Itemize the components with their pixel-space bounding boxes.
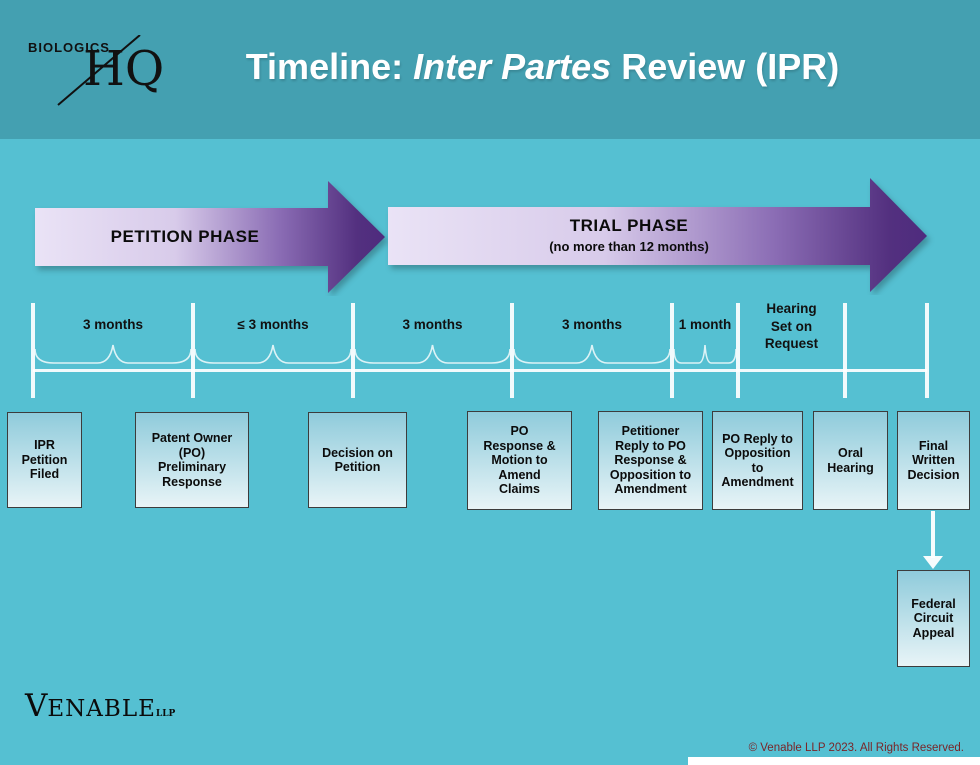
interval-label: 3 months xyxy=(561,317,622,332)
trial-phase-arrow xyxy=(388,178,927,292)
milestone-box-petitioner-reply: Petitioner Reply to PO Response & Opposi… xyxy=(598,411,703,510)
milestone-box-ipr-petition-filed: IPR Petition Filed xyxy=(7,412,82,508)
appeal-connector-line xyxy=(931,511,935,558)
interval-label: 3 months xyxy=(82,317,143,332)
milestone-box-decision-on-petition: Decision on Petition xyxy=(308,412,407,508)
interval-label-hearing: Hearing Set on Request xyxy=(764,301,819,352)
trial-phase-label: TRIAL PHASE xyxy=(569,216,689,235)
timeline-tick xyxy=(925,303,929,398)
interval-label: 3 months xyxy=(402,317,463,332)
header-bar: BIOLOGICS HQ Timeline: Inter Partes Revi… xyxy=(0,0,980,139)
milestone-box-po-response-motion: PO Response & Motion to Amend Claims xyxy=(467,411,572,510)
milestone-box-po-preliminary-response: Patent Owner (PO) Preliminary Response xyxy=(135,412,249,508)
venable-llp: LLP xyxy=(155,709,176,719)
timeline-tick xyxy=(31,303,35,398)
logo-hq-text: HQ xyxy=(83,41,165,97)
petition-phase-arrow xyxy=(35,181,385,293)
venable-initial: V xyxy=(25,688,48,724)
timeline-axis xyxy=(33,369,927,372)
timeline-tick xyxy=(510,303,514,398)
bottom-right-strip xyxy=(688,757,980,765)
milestone-box-final-written-decision: Final Written Decision xyxy=(897,411,970,510)
milestone-box-po-reply-opposition: PO Reply to Opposition to Amendment xyxy=(712,411,803,510)
page-title: Timeline: Inter Partes Review (IPR) xyxy=(180,46,905,88)
interval-brace xyxy=(35,343,191,369)
milestone-box-oral-hearing: Oral Hearing xyxy=(813,411,888,510)
copyright-text: © Venable LLP 2023. All Rights Reserved. xyxy=(748,742,964,754)
interval-brace xyxy=(195,343,351,369)
biologicshq-logo: BIOLOGICS HQ xyxy=(25,35,185,125)
title-prefix: Timeline: xyxy=(245,46,414,87)
venable-rest: ENABLE xyxy=(47,696,156,722)
interval-brace xyxy=(355,343,510,369)
timeline-tick xyxy=(191,303,195,398)
interval-label: 1 month xyxy=(678,317,732,332)
milestone-box-federal-circuit-appeal: Federal Circuit Appeal xyxy=(897,570,970,667)
interval-label: ≤ 3 months xyxy=(237,317,309,332)
interval-brace xyxy=(674,343,736,369)
petition-phase-label: PETITION PHASE xyxy=(110,227,260,246)
venable-logo: VENABLELLP xyxy=(25,688,175,724)
title-italic: Inter Partes xyxy=(413,46,612,87)
timeline-tick xyxy=(670,303,674,398)
title-suffix: Review (IPR) xyxy=(611,46,840,87)
logo-biologics-text: BIOLOGICS xyxy=(28,40,110,55)
logo-slash-icon xyxy=(57,35,141,106)
trial-phase-sublabel: (no more than 12 months) xyxy=(549,239,709,254)
timeline-tick xyxy=(736,303,740,398)
appeal-arrowhead-icon xyxy=(923,556,943,569)
timeline-tick xyxy=(843,303,847,398)
timeline-tick xyxy=(351,303,355,398)
interval-brace xyxy=(514,343,670,369)
